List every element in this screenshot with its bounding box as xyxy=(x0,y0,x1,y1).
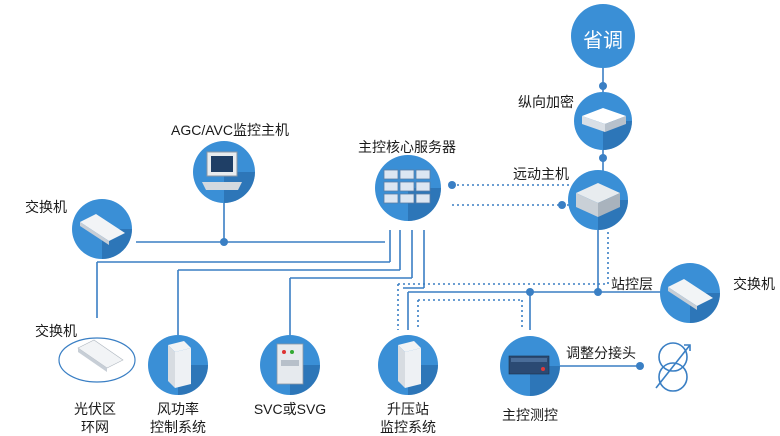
main-measure-node xyxy=(500,336,560,396)
svc-svg-label: SVC或SVG xyxy=(253,401,327,417)
svc-svg-node xyxy=(260,335,320,395)
pv-ring-node xyxy=(58,337,136,383)
provincial-label: 省调 xyxy=(583,30,623,52)
switch-icon xyxy=(80,214,125,245)
switch-icon xyxy=(668,279,713,310)
switch-right-node xyxy=(660,263,720,323)
provincial-node xyxy=(571,4,635,68)
dotted-lines xyxy=(397,184,609,330)
switch-left-node xyxy=(72,199,132,259)
wind-power-node xyxy=(148,335,208,395)
pc-tower-icon xyxy=(168,341,191,388)
connection-lines xyxy=(96,62,690,367)
agc-avc-node xyxy=(193,141,255,203)
encryption-label: 纵向加密 xyxy=(518,94,574,110)
junction-dots xyxy=(220,82,644,370)
booster-station-label: 升压站 监控系统 xyxy=(380,401,436,435)
switch-ring-label: 交换机 xyxy=(35,323,77,339)
wind-power-label: 风功率 控制系统 xyxy=(150,401,206,435)
server-rack-icon xyxy=(383,169,431,204)
main-measure-label: 主控测控 xyxy=(502,407,558,423)
pc-tower-icon xyxy=(398,341,421,388)
booster-station-node xyxy=(378,335,438,395)
switch-icon xyxy=(77,339,124,372)
tap-changer-icon xyxy=(655,342,691,392)
device-card-icon xyxy=(508,355,550,375)
tap-changer-label: 调整分接头 xyxy=(566,345,636,361)
encryption-node xyxy=(574,92,632,150)
switch-right-label: 交换机 xyxy=(733,276,775,292)
station-layer-label: 站控层 xyxy=(611,276,653,292)
pv-ring-label: 光伏区 环网 xyxy=(74,401,116,435)
telecontrol-node xyxy=(568,170,628,230)
cabinet-icon xyxy=(276,343,304,385)
computer-icon xyxy=(202,151,242,190)
telecontrol-label: 远动主机 xyxy=(513,166,569,182)
core-server-node xyxy=(375,155,441,221)
server-box-icon xyxy=(576,183,620,217)
switch-left-label: 交换机 xyxy=(25,199,67,215)
core-server-label: 主控核心服务器 xyxy=(358,139,456,155)
encryption-device-icon xyxy=(582,108,626,132)
agc-avc-label: AGC/AVC监控主机 xyxy=(171,122,289,138)
